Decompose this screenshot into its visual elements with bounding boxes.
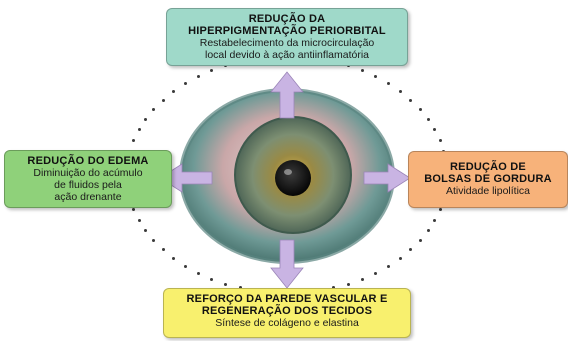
- box-bolsas-gordura: REDUÇÃO DE BOLSAS DE GORDURA Atividade l…: [408, 151, 568, 208]
- box-title: HIPERPIGMENTAÇÃO PERIORBITAL: [167, 25, 407, 37]
- box-description: Restabelecimento da microcirculação: [167, 37, 407, 49]
- box-edema: REDUÇÃO DO EDEMA Diminuição do acúmulo d…: [4, 150, 172, 208]
- pupil-highlight: [284, 169, 292, 175]
- box-description: Diminuição do acúmulo: [5, 167, 171, 179]
- box-title: BOLSAS DE GORDURA: [409, 173, 567, 185]
- box-description: Atividade lipolítica: [409, 185, 567, 197]
- box-description: Síntese de colágeno e elastina: [164, 317, 410, 329]
- box-description: local devido à ação antiinflamatória: [167, 49, 407, 61]
- box-hiperpigmentacao: REDUÇÃO DA HIPERPIGMENTAÇÃO PERIORBITAL …: [166, 8, 408, 66]
- box-title: REDUÇÃO DO EDEMA: [5, 155, 171, 167]
- box-description: de fluidos pela: [5, 179, 171, 191]
- box-title: REGENERAÇÃO DOS TECIDOS: [164, 305, 410, 317]
- box-title: REDUÇÃO DA: [167, 13, 407, 25]
- box-parede-vascular: REFORÇO DA PAREDE VASCULAR E REGENERAÇÃO…: [163, 288, 411, 338]
- pupil: [275, 160, 311, 196]
- box-title: REDUÇÃO DE: [409, 161, 567, 173]
- box-description: ação drenante: [5, 191, 171, 203]
- box-title: REFORÇO DA PAREDE VASCULAR E: [164, 293, 410, 305]
